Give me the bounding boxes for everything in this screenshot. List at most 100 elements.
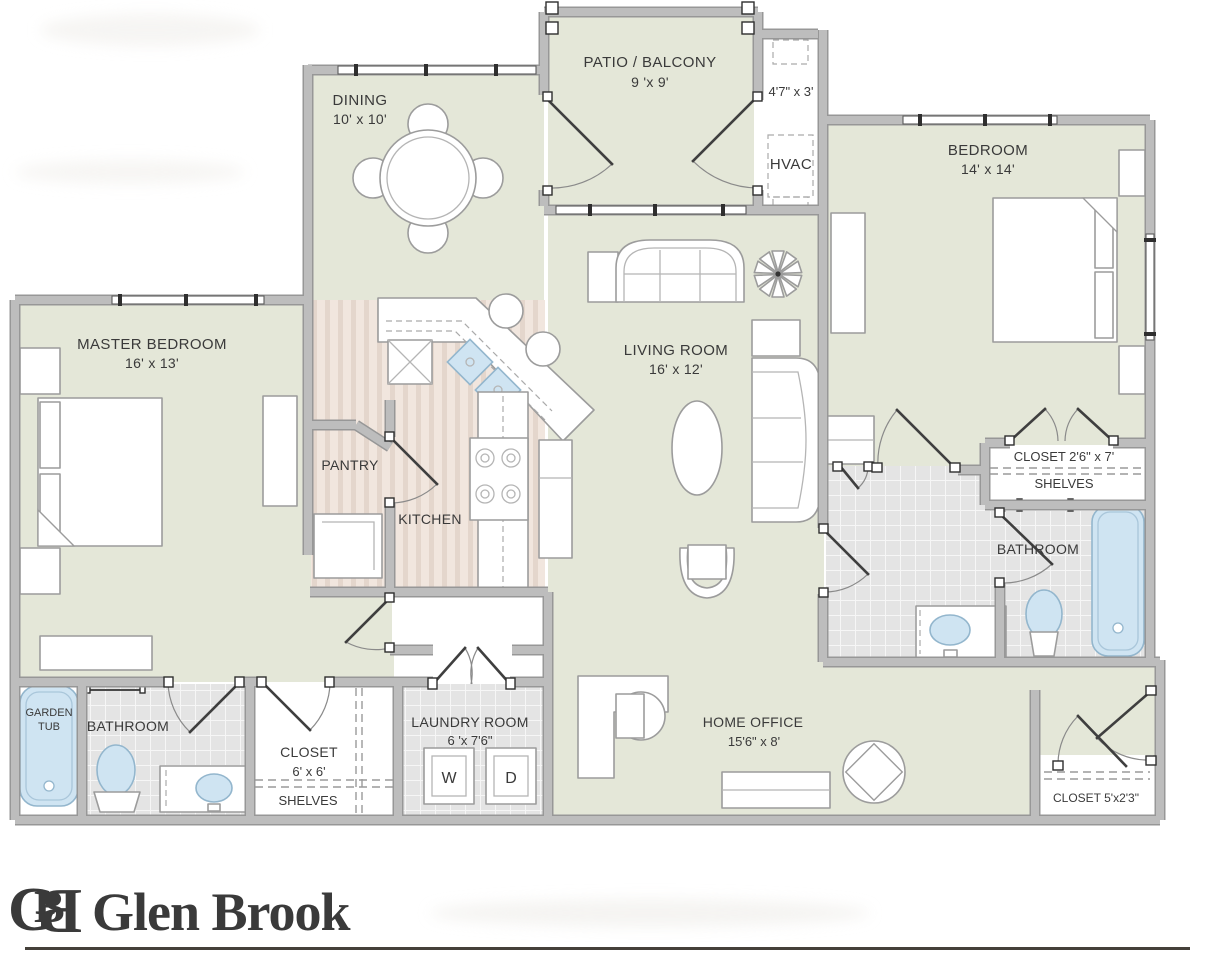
master-bath-door — [163, 676, 245, 734]
bedroom-bed — [992, 149, 1146, 395]
entry-closet-doors — [1052, 685, 1157, 771]
dining-table — [352, 103, 504, 254]
nightstand — [1118, 149, 1146, 197]
patio-floor — [548, 16, 754, 206]
home-office-dims: 15'6" x 8' — [728, 734, 780, 749]
bedroom-dresser — [830, 212, 866, 334]
dryer-label: D — [505, 770, 517, 787]
master-bath-label: BATHROOM — [87, 718, 169, 734]
dining-label: DINING — [333, 92, 388, 109]
living-room-dims: 16' x 12' — [649, 361, 703, 377]
bathroom-bedroom-label: BATHROOM — [997, 541, 1079, 557]
kitchen-label: KITCHEN — [398, 511, 462, 527]
nightstand — [19, 347, 61, 395]
bedroom-window — [902, 115, 1058, 125]
pantry-label: PANTRY — [321, 457, 379, 473]
sink — [929, 614, 971, 646]
brand-name: Glen Brook — [92, 882, 351, 942]
svg-text:G: G — [8, 876, 56, 944]
patio-label: PATIO / BALCONY — [584, 54, 717, 71]
sofa — [751, 319, 826, 523]
living-room-label: LIVING ROOM — [624, 342, 728, 359]
ceiling-fan — [753, 250, 803, 298]
coffee-table — [671, 400, 723, 496]
sink — [195, 773, 233, 803]
laundry-double-doors — [427, 646, 516, 690]
bedroom-dims: 14' x 14' — [961, 161, 1015, 177]
dining-window — [337, 65, 537, 75]
bar-stool — [525, 331, 561, 367]
closet-master-label: CLOSET — [280, 744, 338, 760]
laundry-dims: 6 'x 7'6" — [448, 733, 493, 748]
washer — [423, 747, 475, 805]
toilet — [1025, 589, 1063, 639]
hvac-units — [767, 39, 814, 212]
windows — [111, 1, 1156, 341]
brand-footer: G B B Glen Brook — [8, 875, 1190, 950]
washer-label: W — [441, 770, 457, 787]
pantry-cabinet — [313, 513, 383, 579]
bedroom-side-window — [1145, 233, 1155, 341]
bedroom-bathroom-door — [994, 507, 1054, 588]
patio-door-west — [542, 91, 614, 196]
bar-stool — [488, 293, 524, 329]
garden-tub-label-2: TUB — [38, 721, 60, 733]
hall-door — [818, 523, 870, 598]
armchair — [679, 544, 735, 599]
svg-text:B: B — [39, 875, 82, 946]
glen-brook-monogram: G B B — [8, 875, 82, 946]
hall-vanity — [915, 605, 1007, 659]
laundry-label: LAUNDRY ROOM — [411, 714, 528, 730]
master-bed — [19, 347, 163, 595]
office-desk — [577, 675, 669, 779]
hvac-closet-dims: 4'7" x 3' — [769, 84, 814, 99]
bedroom-label: BEDROOM — [948, 142, 1028, 159]
closet-master-dims: 6' x 6' — [292, 764, 325, 779]
closet-bedroom-label: CLOSET 2'6" x 7' — [1014, 449, 1114, 464]
living-patio-window — [555, 205, 747, 215]
office-swivel-chair — [842, 740, 906, 804]
stove — [469, 437, 529, 521]
hvac-label: HVAC — [770, 156, 812, 173]
master-bath-fixtures — [19, 680, 249, 813]
pantry-door — [384, 431, 439, 508]
svg-text:B: B — [34, 881, 65, 932]
toilet — [96, 744, 136, 796]
closet-master-shelves: SHELVES — [278, 793, 337, 808]
nightstand — [19, 547, 61, 595]
foyer-door — [344, 592, 395, 653]
linen-closet-door — [832, 461, 874, 490]
doors — [163, 91, 1157, 771]
master-bedroom-label: MASTER BEDROOM — [77, 336, 227, 353]
bathroom-bedroom-fixtures — [1016, 498, 1145, 657]
patio-door-east — [691, 91, 763, 196]
master-dresser — [262, 395, 298, 507]
garden-tub-label-1: GARDEN — [25, 707, 72, 719]
closet-bedroom-shelves: SHELVES — [1034, 476, 1093, 491]
master-closet-door — [256, 676, 335, 732]
fireplace — [587, 239, 745, 303]
closet-shelf-lines — [255, 467, 1150, 816]
kitchen-counter — [313, 293, 595, 593]
master-chest — [39, 635, 153, 671]
closet-master-floor — [252, 684, 396, 818]
patio-dims: 9 'x 9' — [631, 74, 669, 90]
furniture — [19, 39, 1150, 816]
bedroom-door — [871, 408, 961, 473]
home-office-label: HOME OFFICE — [703, 714, 804, 730]
bedroom-closet-doors — [1004, 407, 1119, 446]
refrigerator — [538, 439, 573, 559]
kitchen-sink — [446, 338, 494, 386]
foyer-floor — [392, 594, 546, 648]
scan-smudge — [15, 14, 870, 927]
patio-posts — [545, 1, 755, 35]
footer-rule — [25, 947, 1190, 950]
nightstand — [1118, 345, 1146, 395]
closet-entry-label: CLOSET 5'x2'3" — [1053, 791, 1139, 805]
entry-closet-approach-floor — [1035, 662, 1155, 762]
dryer — [485, 747, 537, 805]
hvac-closet-floor — [761, 34, 818, 208]
room-labels: PATIO / BALCONY 9 'x 9' 4'7" x 3' HVAC D… — [25, 54, 1139, 808]
